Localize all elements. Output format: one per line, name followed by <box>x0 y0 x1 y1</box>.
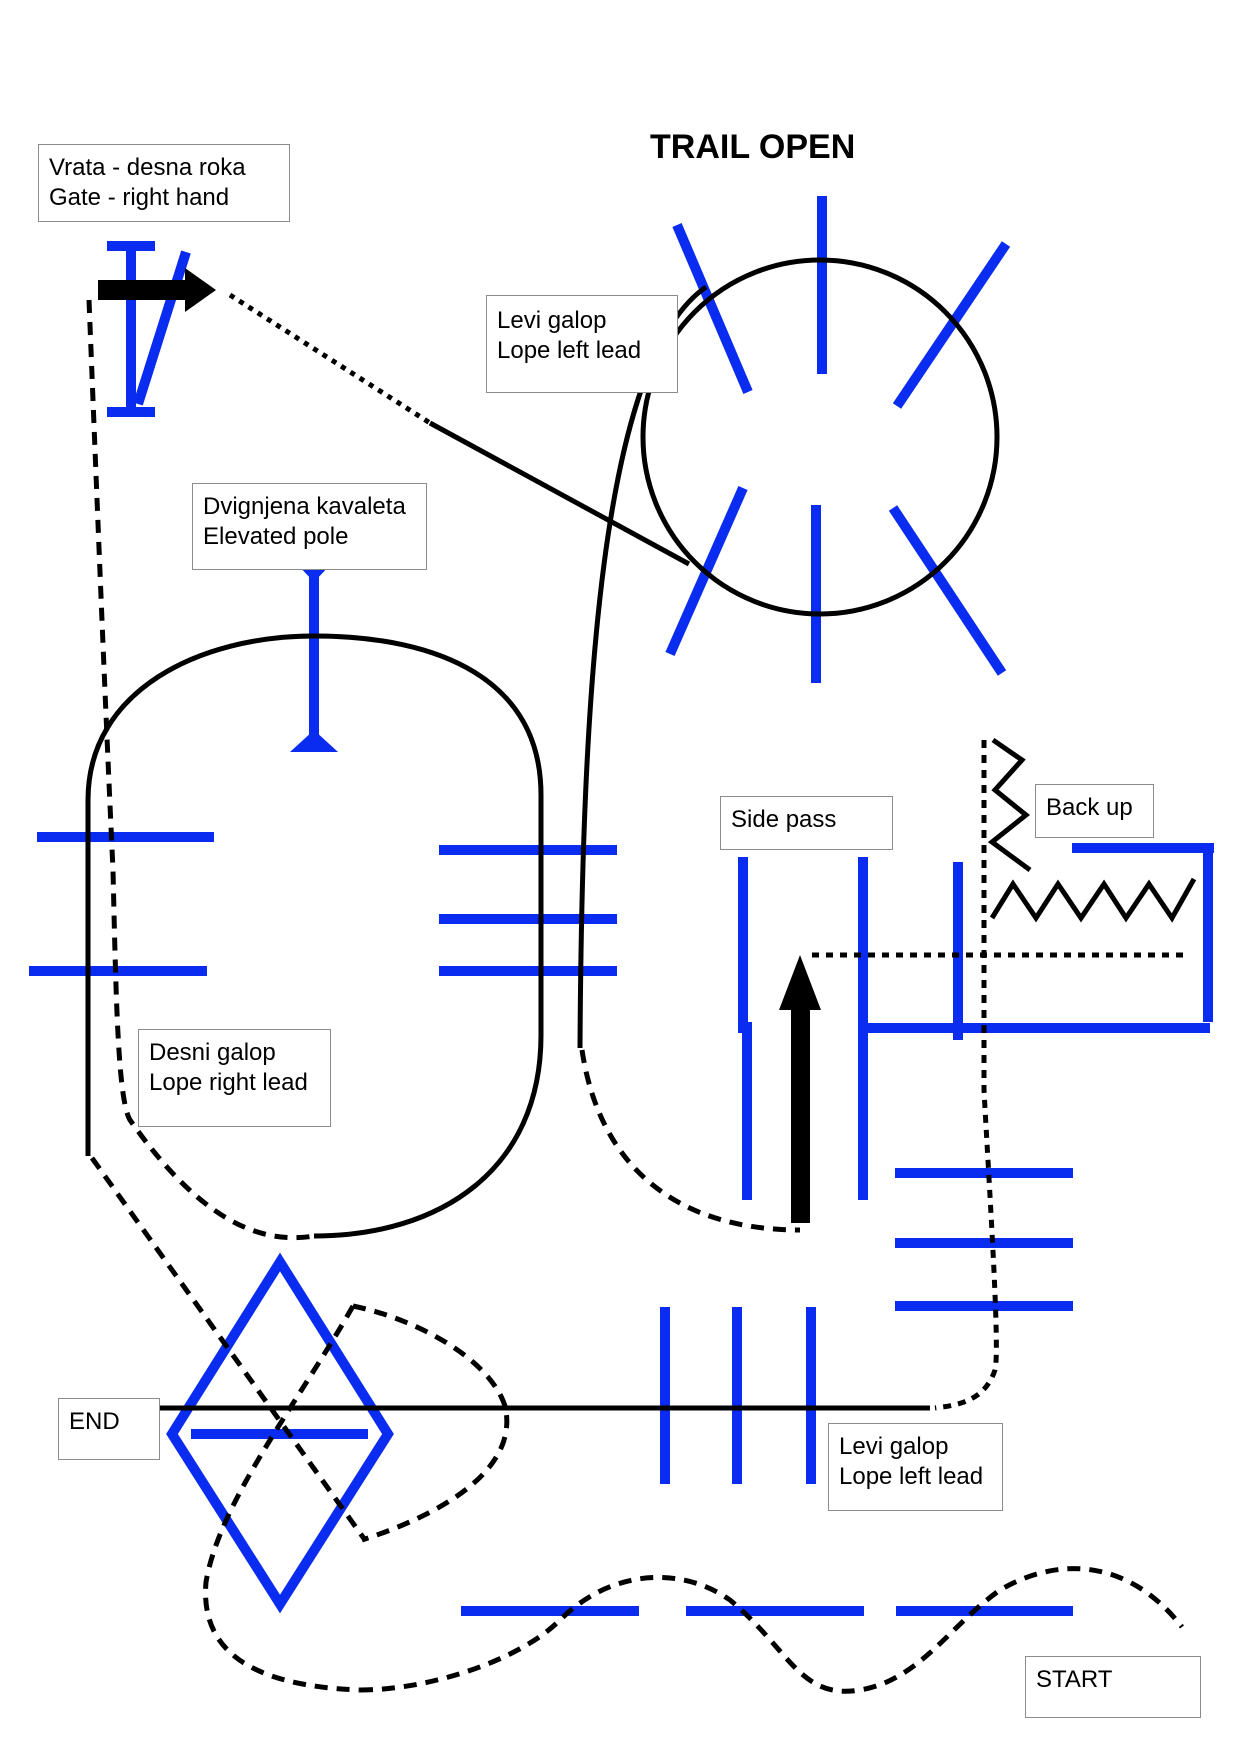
page-title: TRAIL OPEN <box>650 128 856 166</box>
end-label: END <box>58 1398 160 1460</box>
lope-left-bottom-label: Levi galop Lope left lead <box>828 1423 1003 1511</box>
gate-label-line1: Vrata - desna roka <box>49 154 246 181</box>
elevated-pole-label: Dvignjena kavaleta Elevated pole <box>192 483 427 570</box>
diamond-loop-path <box>352 1303 510 1543</box>
left-lope-poles <box>29 832 214 976</box>
side-pass-line1: Side pass <box>731 806 837 833</box>
gate-label: Vrata - desna roka Gate - right hand <box>38 144 290 222</box>
lope-right-line1: Desni galop <box>149 1039 276 1066</box>
lope-left-top-line1: Levi galop <box>497 307 607 334</box>
back-up-zigzag-horizontal <box>989 877 1197 923</box>
side-pass-label: Side pass <box>720 796 893 850</box>
lope-left-bottom-line1: Levi galop <box>839 1433 949 1460</box>
path-to-diamond <box>89 1156 368 1542</box>
side-pass-poles <box>738 857 868 1200</box>
left-long-path <box>86 299 315 1241</box>
start-wave-path <box>359 1566 1184 1694</box>
trot-over-poles-right <box>439 845 617 976</box>
lope-oval-path <box>85 633 544 1239</box>
diamond-cross-path <box>203 1304 361 1693</box>
gate-obstacle <box>107 241 191 417</box>
back-up-line1: Back up <box>1046 794 1133 821</box>
end-line1: END <box>69 1408 120 1435</box>
back-up-zigzag-vertical <box>987 737 1032 873</box>
side-pass-direction-arrow <box>779 955 821 1223</box>
lope-circle-poles <box>665 196 1011 683</box>
lope-right-label: Desni galop Lope right lead <box>138 1029 331 1127</box>
lope-right-line2: Lope right lead <box>149 1069 308 1096</box>
path-to-circle <box>428 420 691 567</box>
elevated-pole-line2: Elevated pole <box>203 523 349 550</box>
lope-left-bottom-line2: Lope left lead <box>839 1463 984 1490</box>
lope-left-top-label: Levi galop Lope left lead <box>486 295 678 393</box>
lope-poles-bottom <box>660 1307 816 1484</box>
start-label: START <box>1025 1656 1201 1718</box>
elevated-pole-line1: Dvignjena kavaleta <box>203 493 406 520</box>
diamond-obstacle <box>166 1252 394 1614</box>
walk-over-poles <box>895 1168 1073 1311</box>
to-side-pass-path <box>579 1049 801 1233</box>
lope-circle-path <box>640 257 1000 617</box>
back-up-label: Back up <box>1035 784 1154 838</box>
gate-label-line2: Gate - right hand <box>49 184 230 211</box>
start-line1: START <box>1036 1666 1113 1693</box>
gate-exit-path <box>228 292 432 426</box>
back-up-obstacle <box>868 843 1214 1040</box>
lope-left-top-line2: Lope left lead <box>497 337 642 364</box>
path-from-circle <box>577 284 708 1049</box>
gate-direction-arrow <box>98 268 216 312</box>
